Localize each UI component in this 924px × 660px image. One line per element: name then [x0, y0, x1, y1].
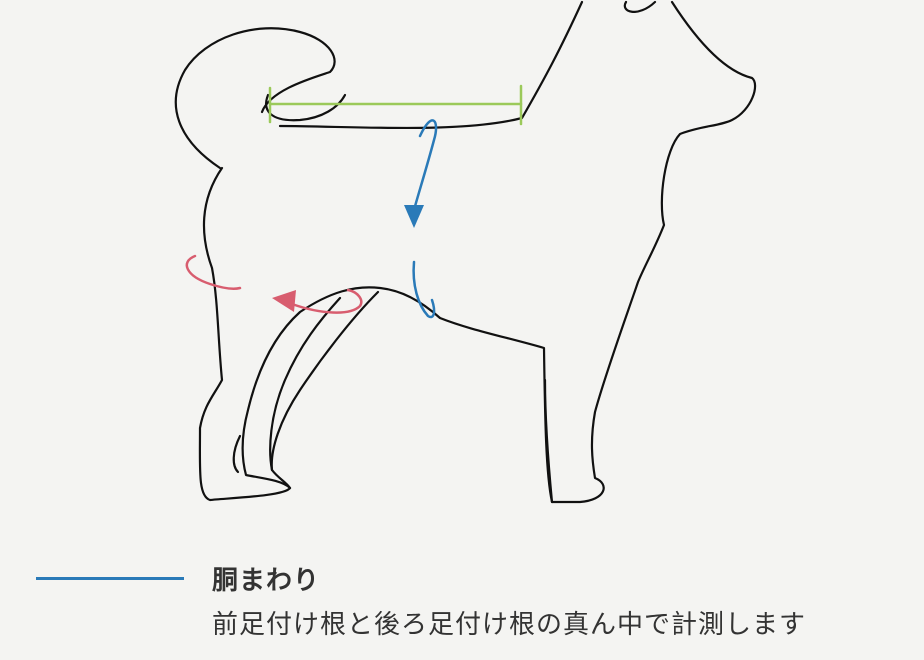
legend-description: 前足付け根と後ろ足付け根の真ん中で計測します — [212, 610, 807, 640]
rear-paw-detail — [232, 434, 242, 474]
back-length-bar-icon — [268, 84, 523, 126]
rear-inner-leg — [269, 296, 342, 490]
legend-title: 胴まわり — [212, 566, 321, 596]
girth-loop-icon — [412, 119, 438, 319]
rear-inner-leg-2 — [270, 290, 380, 472]
legend-color-line — [36, 577, 184, 580]
dog-outline-icon — [174, 0, 757, 504]
tail-inner-curl — [265, 93, 347, 122]
girth-arrow-head — [404, 205, 424, 228]
hip-arrow-head — [272, 290, 296, 312]
hip-loop-icon — [185, 254, 363, 314]
tail-outline — [174, 27, 336, 170]
front-inner-leg — [543, 378, 554, 504]
body-outline — [198, 0, 757, 504]
